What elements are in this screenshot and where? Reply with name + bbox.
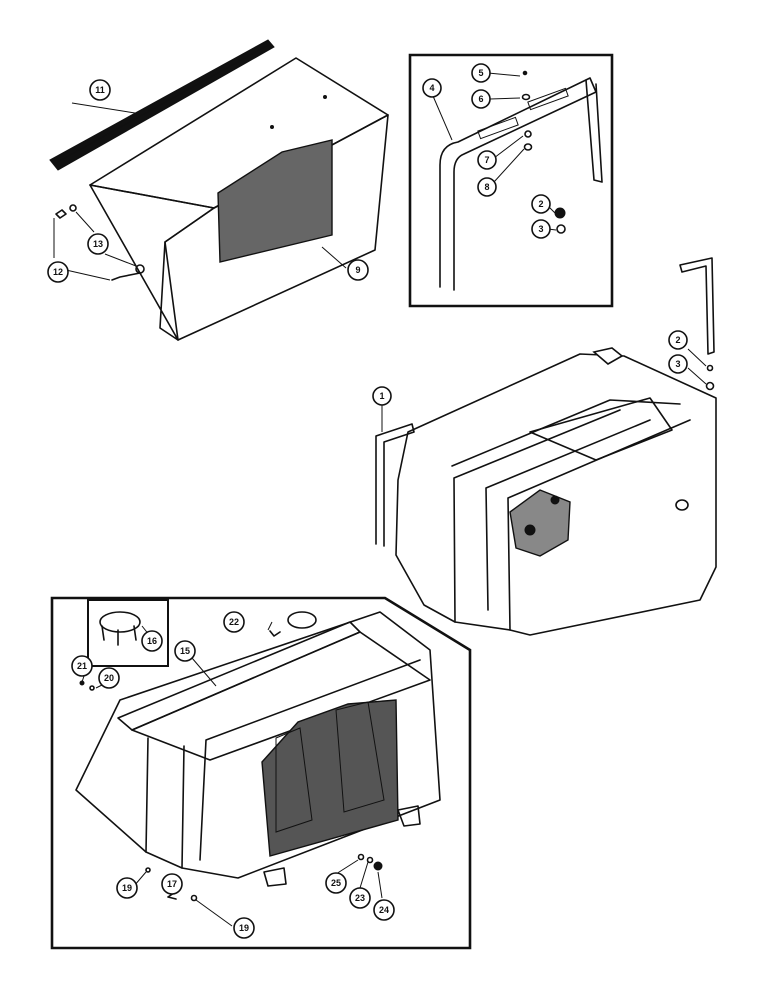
callout-16: 16 [141, 630, 163, 652]
callout-4: 4 [422, 78, 442, 98]
strap-inset [408, 53, 614, 308]
callout-11: 11 [89, 79, 111, 101]
callout-22: 22 [223, 611, 245, 633]
callout-13: 13 [87, 233, 109, 255]
inset-frame [408, 53, 614, 308]
callout-1: 1 [372, 386, 392, 406]
callout-3-tank: 3 [668, 354, 688, 374]
callout-label: 9 [355, 265, 360, 275]
panel-flange [89, 184, 215, 341]
callout-label: 12 [53, 267, 63, 277]
callout-label: 2 [675, 335, 680, 345]
callout-9: 9 [347, 259, 369, 281]
callout-label: 11 [95, 85, 105, 95]
panel-opening [217, 139, 333, 263]
callout-19-right: 19 [233, 917, 255, 939]
callout-label: 5 [478, 68, 483, 78]
callout-15: 15 [174, 640, 196, 662]
callout-25: 25 [325, 872, 347, 894]
callout-label: 19 [239, 923, 249, 933]
callout-8: 8 [477, 177, 497, 197]
inset-frame-bottom [50, 596, 472, 950]
callout-7: 7 [477, 150, 497, 170]
callout-label: 15 [180, 646, 190, 656]
callout-6: 6 [471, 89, 491, 109]
callout-label: 7 [484, 155, 489, 165]
filler-cap [287, 611, 317, 629]
callout-2-inset: 2 [531, 194, 551, 214]
callout-label: 23 [355, 893, 365, 903]
callout-17: 17 [161, 873, 183, 895]
cap-detail-box [87, 599, 169, 667]
shield-panel [49, 39, 389, 341]
callout-label: 6 [478, 94, 483, 104]
callout-23: 23 [349, 887, 371, 909]
callout-20: 20 [98, 667, 120, 689]
callout-label: 2 [538, 199, 543, 209]
callout-12: 12 [47, 261, 69, 283]
callout-19-left: 19 [116, 877, 138, 899]
callout-5: 5 [471, 63, 491, 83]
callout-label: 25 [331, 878, 341, 888]
callout-label: 20 [104, 673, 114, 683]
tank-cap [592, 347, 624, 365]
callout-label: 24 [379, 905, 389, 915]
callout-label: 16 [147, 636, 157, 646]
callout-24: 24 [373, 899, 395, 921]
shield-opening [261, 699, 399, 857]
callout-21: 21 [71, 655, 93, 677]
callout-label: 13 [93, 239, 103, 249]
callout-label: 21 [77, 661, 87, 671]
tank-shield-inset [50, 596, 472, 950]
callout-3-inset: 3 [531, 219, 551, 239]
fuel-tank [375, 257, 717, 636]
callout-2-tank: 2 [668, 330, 688, 350]
callout-label: 8 [484, 182, 489, 192]
callout-label: 19 [122, 883, 132, 893]
callout-label: 3 [538, 224, 543, 234]
callout-label: 22 [229, 617, 239, 627]
callout-label: 1 [379, 391, 384, 401]
callout-label: 4 [429, 83, 434, 93]
strap [439, 77, 597, 291]
callout-label: 3 [675, 359, 680, 369]
callout-label: 17 [167, 879, 177, 889]
